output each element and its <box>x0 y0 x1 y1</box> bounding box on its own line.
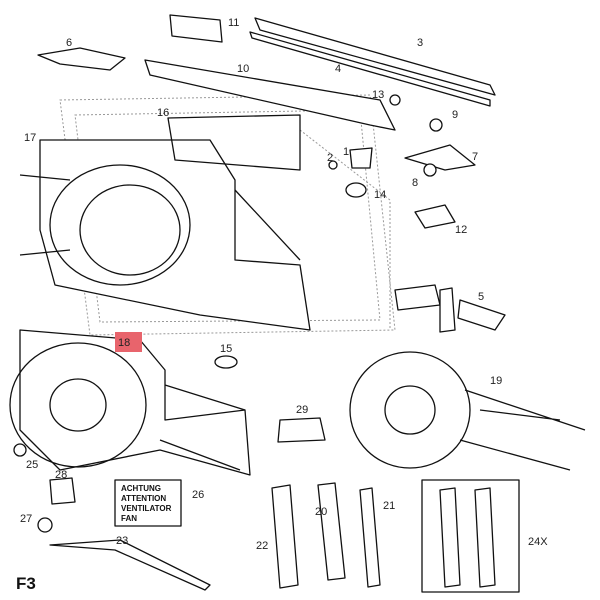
part-7 <box>404 144 476 171</box>
part-2 <box>328 160 338 170</box>
label-12[interactable]: 12 <box>455 224 467 236</box>
warning-line-4: FAN <box>121 514 137 523</box>
label-10[interactable]: 10 <box>237 63 249 75</box>
label-28[interactable]: 28 <box>55 469 67 481</box>
label-17[interactable]: 17 <box>24 132 36 144</box>
label-16[interactable]: 16 <box>157 107 169 119</box>
part-14 <box>345 182 367 198</box>
label-20[interactable]: 20 <box>315 506 327 518</box>
strip-4 <box>249 31 491 107</box>
part-22 <box>271 484 299 589</box>
part-13 <box>389 94 401 106</box>
label-18[interactable]: 18 <box>118 337 130 349</box>
label-27[interactable]: 27 <box>20 513 32 525</box>
upper-bar-10 <box>144 59 396 131</box>
part-6 <box>37 47 126 71</box>
label-9[interactable]: 9 <box>452 109 458 121</box>
label-11[interactable]: 11 <box>228 17 239 29</box>
fan-shroud-17 <box>19 139 311 331</box>
label-6[interactable]: 6 <box>66 37 72 49</box>
label-19[interactable]: 19 <box>490 375 502 387</box>
figure-id: F3 <box>16 574 36 593</box>
label-4[interactable]: 4 <box>335 63 341 75</box>
part-5-box <box>394 284 441 311</box>
label-15[interactable]: 15 <box>220 343 232 355</box>
label-2[interactable]: 2 <box>327 152 333 164</box>
part-5-bottle <box>439 287 456 333</box>
warning-line-1: ACHTUNG <box>121 484 161 493</box>
label-5[interactable]: 5 <box>478 291 484 303</box>
part-20 <box>317 482 346 581</box>
label-23[interactable]: 23 <box>116 535 128 547</box>
part-25 <box>13 443 27 457</box>
label-14[interactable]: 14 <box>374 189 386 201</box>
kit-24x-strip-a <box>439 487 461 588</box>
part-21 <box>359 487 381 588</box>
part-29 <box>277 417 326 443</box>
label-22[interactable]: 22 <box>256 540 268 552</box>
label-13[interactable]: 13 <box>372 89 384 101</box>
label-1[interactable]: 1 <box>343 146 349 158</box>
warning-line-2: ATTENTION <box>121 494 166 503</box>
part-11 <box>169 14 223 43</box>
label-7[interactable]: 7 <box>472 151 478 163</box>
label-21[interactable]: 21 <box>383 500 395 512</box>
label-24x[interactable]: 24X <box>528 536 548 548</box>
label-8[interactable]: 8 <box>412 177 418 189</box>
warning-label-26 <box>114 479 182 527</box>
warning-line-3: VENTILATOR <box>121 504 172 513</box>
part-23 <box>49 539 211 591</box>
highlight-part-18 <box>115 332 142 352</box>
kit-24x-box <box>421 479 520 593</box>
fan-assembly-19 <box>349 351 586 471</box>
label-29[interactable]: 29 <box>296 404 308 416</box>
part-28 <box>49 477 76 505</box>
frame-16 <box>167 114 301 171</box>
strip-3 <box>254 17 496 96</box>
fan-assembly-18 <box>9 329 251 476</box>
kit-24x-strip-b <box>474 487 496 588</box>
part-27 <box>37 517 53 533</box>
part-9 <box>429 118 443 132</box>
label-26[interactable]: 26 <box>192 489 204 501</box>
label-25[interactable]: 25 <box>26 459 38 471</box>
part-5-bracket <box>457 299 506 331</box>
label-3[interactable]: 3 <box>417 37 423 49</box>
part-8 <box>423 163 437 177</box>
part-1 <box>349 147 373 169</box>
part-12 <box>414 204 456 229</box>
part-15 <box>214 355 238 369</box>
